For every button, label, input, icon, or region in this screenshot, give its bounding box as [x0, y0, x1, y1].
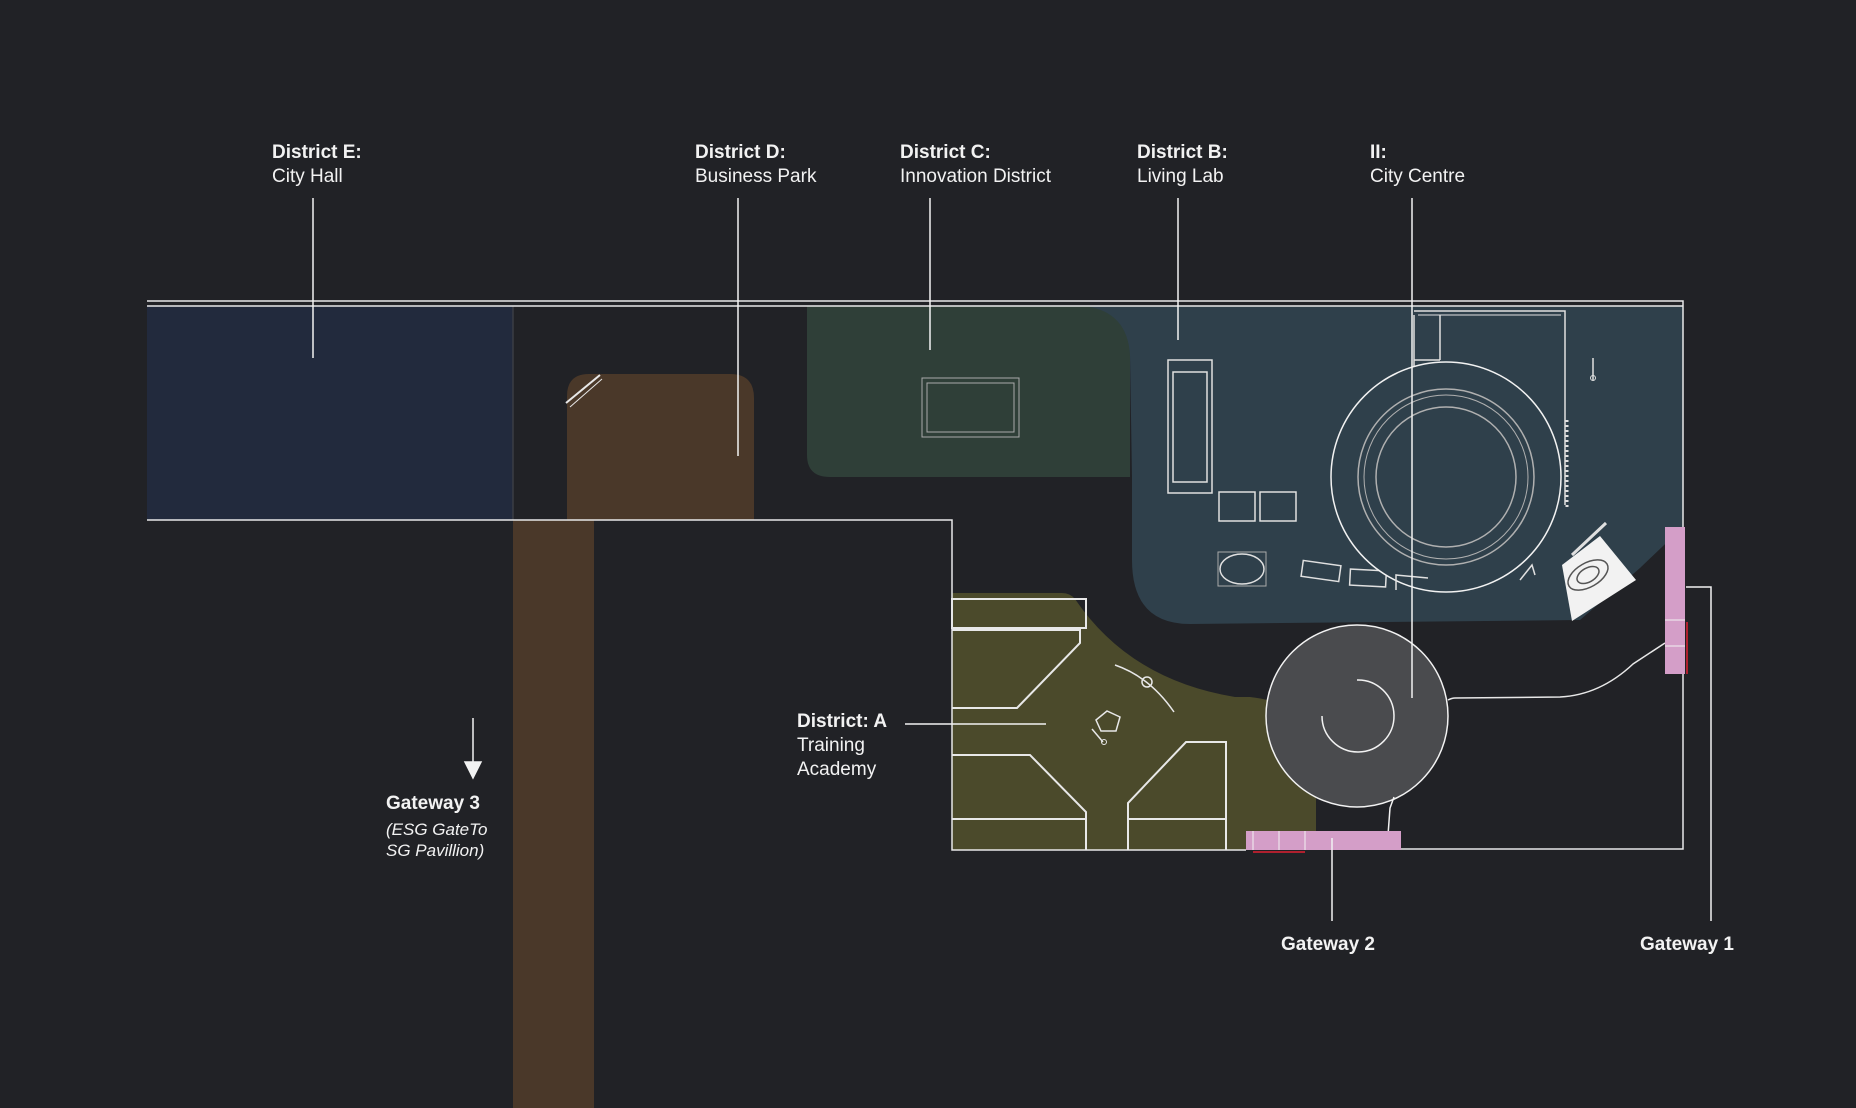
district-c-subtitle: Innovation District — [900, 166, 1052, 187]
district-e-area[interactable] — [147, 306, 513, 520]
city-centre-subtitle: City Centre — [1370, 166, 1466, 187]
district-e-title: District E: — [272, 142, 362, 163]
gateway-3-note-2: SG Pavillion) — [386, 841, 485, 860]
district-d-area[interactable] — [567, 374, 754, 520]
city-centre-title: II: — [1370, 142, 1387, 163]
district-e-label: District E: City Hall — [272, 141, 362, 189]
district-a-title: District: A — [797, 711, 888, 732]
district-d-subtitle: Business Park — [695, 166, 817, 187]
district-e-subtitle: City Hall — [272, 166, 343, 187]
gateway-3-note-1: (ESG GateTo — [386, 820, 488, 839]
district-d-title: District D: — [695, 142, 786, 163]
district-c-title: District C: — [900, 142, 991, 163]
gateway-3-title: Gateway 3 — [386, 793, 480, 814]
city-centre-area[interactable] — [1265, 624, 1449, 808]
district-c-label: District C: Innovation District — [900, 141, 1051, 189]
district-a-line-2: Academy — [797, 759, 877, 780]
district-b-label: District B: Living Lab — [1137, 141, 1228, 189]
district-a-label: District: A Training Academy — [797, 710, 887, 782]
gateway-1-bar[interactable] — [1665, 527, 1685, 674]
gateway-3-label: Gateway 3 (ESG GateTo SG Pavillion) — [386, 793, 487, 861]
district-c-area[interactable] — [807, 306, 1130, 477]
city-centre-label: II: City Centre — [1370, 141, 1465, 189]
gateway-1-label: Gateway 1 — [1640, 934, 1734, 955]
district-d-label: District D: Business Park — [695, 141, 816, 189]
gateway-3-path[interactable] — [513, 520, 594, 1108]
district-b-title: District B: — [1137, 142, 1228, 163]
gateway-2-bar[interactable] — [1246, 831, 1401, 850]
district-a-area[interactable] — [952, 593, 1316, 850]
district-a-line-1: Training — [797, 735, 865, 756]
district-b-subtitle: Living Lab — [1137, 166, 1224, 187]
gateway-2-label: Gateway 2 — [1281, 934, 1375, 955]
